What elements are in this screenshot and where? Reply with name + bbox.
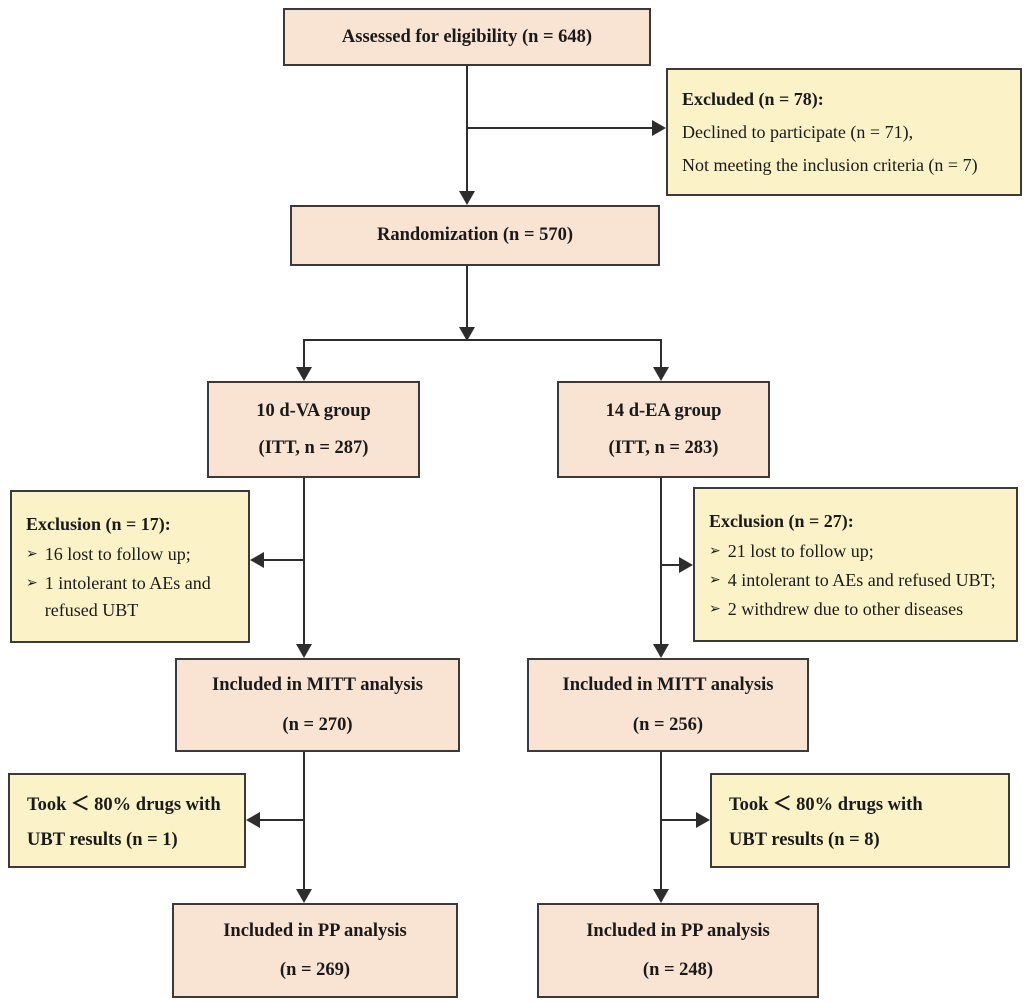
arrowhead-left-icon — [250, 552, 264, 568]
arrowhead-right-icon — [679, 557, 693, 573]
arrowhead-down-icon — [296, 367, 312, 381]
exclusion-va-item-2: ➢ 1 intolerant to AEs and refused UBT — [26, 570, 234, 624]
exclusion-ea-item-3-text: 2 withdrew due to other diseases — [727, 598, 964, 619]
connector-mitt-va-to-pp-va — [303, 752, 305, 890]
group-va-box: 10 d-VA group (ITT, n = 287) — [207, 381, 420, 478]
connector-to-took-va — [259, 819, 304, 821]
arrowhead-right-icon — [652, 120, 666, 136]
took-va-box: Took ＜ 80% drugs with UBT results (n = 1… — [8, 773, 246, 868]
mitt-va-label: Included in MITT analysis — [212, 675, 423, 696]
connector-to-exclusion-va — [263, 559, 304, 561]
exclusion-ea-item-2: ➢ 4 intolerant to AEs and refused UBT; — [709, 567, 1002, 594]
took-va-line2: UBT results (n = 1) — [27, 830, 178, 850]
arrowhead-bullet-icon: ➢ — [709, 601, 721, 617]
connector-randomization-to-split — [466, 266, 468, 328]
pp-va-count: (n = 269) — [279, 960, 351, 980]
exclusion-ea-item-3: ➢ 2 withdrew due to other diseases — [709, 596, 1002, 623]
mitt-va-count: (n = 270) — [282, 714, 353, 735]
randomization-box: Randomization (n = 570) — [290, 205, 660, 266]
assessed-eligibility-box: Assessed for eligibility (n = 648) — [283, 8, 651, 66]
group-ea-name: 14 d-EA group — [605, 400, 722, 421]
excluded-reason-1: Declined to participate (n = 71), — [682, 121, 914, 142]
took-va-line1: Took ＜ 80% drugs with — [27, 795, 221, 815]
exclusion-ea-item-1: ➢ 21 lost to follow up; — [709, 538, 1002, 565]
arrowhead-left-icon — [246, 812, 260, 828]
randomization-label: Randomization (n = 570) — [376, 225, 574, 246]
exclusion-va-item-1-text: 16 lost to follow up; — [44, 544, 191, 564]
arrowhead-right-icon — [696, 812, 710, 828]
arrowhead-down-icon — [459, 327, 475, 341]
arrowhead-down-icon — [653, 644, 669, 658]
group-ea-box: 14 d-EA group (ITT, n = 283) — [557, 381, 770, 478]
excluded-box: Excluded (n = 78): Declined to participa… — [666, 68, 1022, 196]
connector-split-to-group-va — [303, 341, 305, 368]
connector-group-va-to-mitt-va — [303, 478, 305, 645]
arrowhead-down-icon — [296, 644, 312, 658]
assessed-eligibility-label: Assessed for eligibility (n = 648) — [341, 26, 593, 47]
connector-assessed-to-randomization — [466, 66, 468, 192]
exclusion-ea-title: Exclusion (n = 27): — [709, 510, 854, 531]
group-va-itt-count: (ITT, n = 287) — [258, 438, 369, 458]
connector-group-ea-to-mitt-ea — [660, 478, 662, 645]
exclusion-va-item-1: ➢ 16 lost to follow up; — [26, 541, 234, 568]
group-va-name: 10 d-VA group — [256, 400, 371, 421]
exclusion-va-box: Exclusion (n = 17): ➢ 16 lost to follow … — [10, 490, 250, 643]
arrowhead-down-icon — [653, 889, 669, 903]
pp-ea-box: Included in PP analysis (n = 248) — [537, 903, 819, 998]
mitt-ea-count: (n = 256) — [632, 714, 704, 735]
arrowhead-down-icon — [459, 191, 475, 205]
group-ea-itt-count: (ITT, n = 283) — [608, 438, 719, 458]
took-ea-box: Took ＜ 80% drugs with UBT results (n = 8… — [710, 773, 1010, 868]
pp-va-label: Included in PP analysis — [223, 920, 407, 941]
mitt-ea-label: Included in MITT analysis — [562, 675, 774, 696]
excluded-reason-2: Not meeting the inclusion criteria (n = … — [682, 154, 978, 175]
mitt-ea-box: Included in MITT analysis (n = 256) — [527, 658, 809, 752]
excluded-title: Excluded (n = 78): — [682, 88, 824, 109]
connector-split-to-group-ea — [660, 341, 662, 368]
connector-mitt-ea-to-pp-ea — [660, 752, 662, 890]
arrowhead-bullet-icon: ➢ — [26, 547, 38, 562]
arrowhead-bullet-icon: ➢ — [709, 572, 721, 588]
connector-to-excluded — [466, 127, 653, 129]
pp-ea-label: Included in PP analysis — [586, 920, 770, 941]
connector-split-horizontal — [303, 339, 662, 341]
exclusion-va-title: Exclusion (n = 17): — [26, 514, 171, 534]
took-ea-line2: UBT results (n = 8) — [729, 830, 880, 850]
arrowhead-bullet-icon: ➢ — [26, 576, 38, 591]
arrowhead-down-icon — [296, 889, 312, 903]
exclusion-ea-box: Exclusion (n = 27): ➢ 21 lost to follow … — [693, 487, 1018, 642]
took-ea-line1: Took ＜ 80% drugs with — [729, 795, 923, 815]
mitt-va-box: Included in MITT analysis (n = 270) — [175, 658, 460, 752]
exclusion-ea-item-1-text: 21 lost to follow up; — [727, 540, 874, 561]
connector-to-exclusion-ea — [662, 564, 680, 566]
pp-ea-count: (n = 248) — [642, 960, 714, 980]
connector-to-took-ea — [662, 819, 696, 821]
exclusion-ea-item-2-text: 4 intolerant to AEs and refused UBT; — [727, 569, 996, 590]
arrowhead-bullet-icon: ➢ — [709, 543, 721, 559]
arrowhead-down-icon — [653, 367, 669, 381]
pp-va-box: Included in PP analysis (n = 269) — [172, 903, 458, 998]
exclusion-va-item-2-text: 1 intolerant to AEs and refused UBT — [44, 573, 211, 620]
